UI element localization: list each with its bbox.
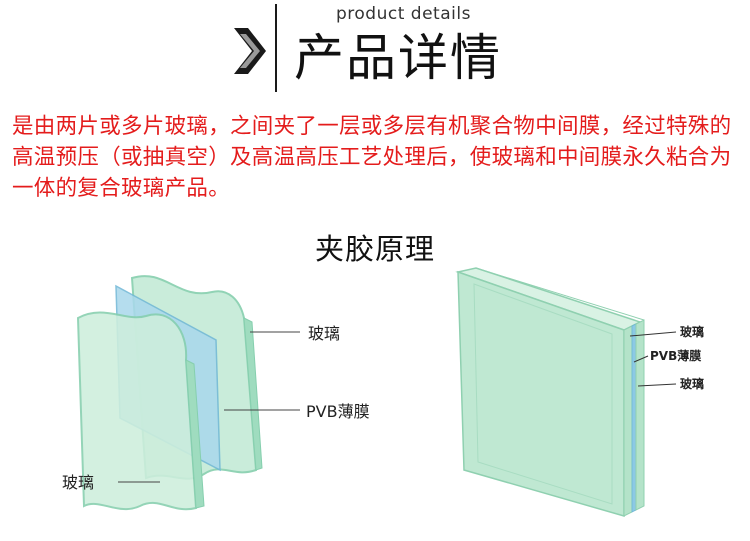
right-diagram: 玻璃 PVB薄膜 玻璃 [455, 267, 704, 517]
section-title: 夹胶原理 [314, 232, 435, 266]
pvb-layer-edge [631, 323, 637, 513]
chevron-right-icon [234, 28, 266, 74]
page-title: 产品详情 [294, 29, 502, 87]
left-diagram: 玻璃 PVB薄膜 玻璃 [62, 275, 370, 511]
header-divider [275, 4, 277, 92]
page-header: product details 产品详情 [0, 0, 750, 100]
label-glass-bottom: 玻璃 [62, 473, 94, 492]
label-pvb-film-right: PVB薄膜 [650, 348, 701, 363]
label-glass-2: 玻璃 [680, 376, 704, 391]
label-pvb-film: PVB薄膜 [306, 402, 370, 421]
product-description: 是由两片或多片玻璃，之间夹了一层或多层有机聚合物中间膜，经过特殊的高温预压（或抽… [12, 114, 732, 201]
label-glass-top: 玻璃 [308, 324, 340, 343]
front-glass-pane [76, 311, 198, 511]
label-glass-1: 玻璃 [680, 324, 704, 339]
header-subtitle: product details [336, 4, 471, 24]
